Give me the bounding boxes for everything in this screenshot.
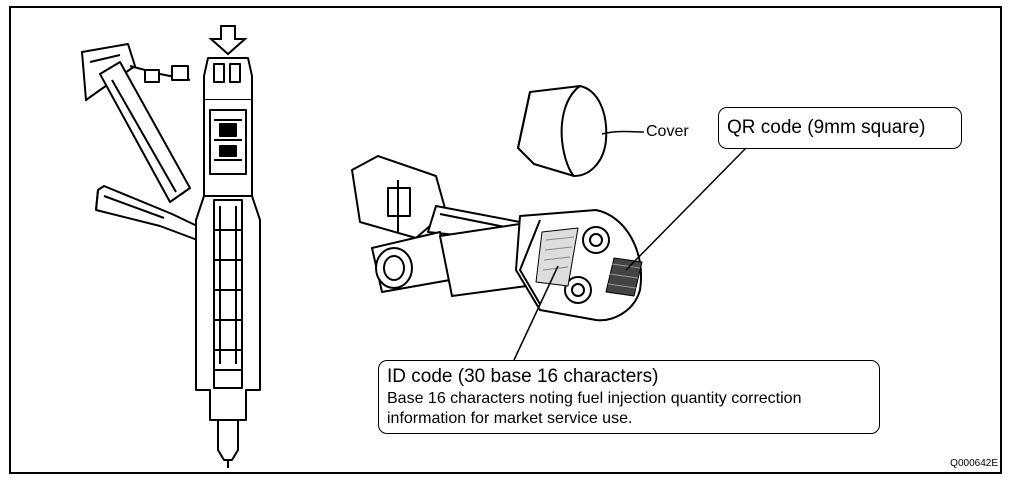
figure-frame xyxy=(9,6,1002,474)
id-code-title: ID code (30 base 16 characters) xyxy=(387,366,659,387)
cover-label: Cover xyxy=(646,123,689,140)
qr-code-callout: QR code (9mm square) xyxy=(718,107,962,149)
qr-leader xyxy=(625,147,747,271)
id-code-desc-line2: information for market service use. xyxy=(387,410,633,427)
injector-connector-drawing xyxy=(351,155,643,322)
id-leader xyxy=(513,265,559,361)
down-arrow-icon xyxy=(208,25,248,56)
id-code-callout: ID code (30 base 16 characters) Base 16 … xyxy=(378,360,880,434)
injector-cutaway-drawing xyxy=(81,43,261,468)
figure-code: Q000642E xyxy=(950,458,998,469)
id-code-desc-line1: Base 16 characters noting fuel injection… xyxy=(387,390,802,407)
cover-drawing xyxy=(517,85,608,177)
